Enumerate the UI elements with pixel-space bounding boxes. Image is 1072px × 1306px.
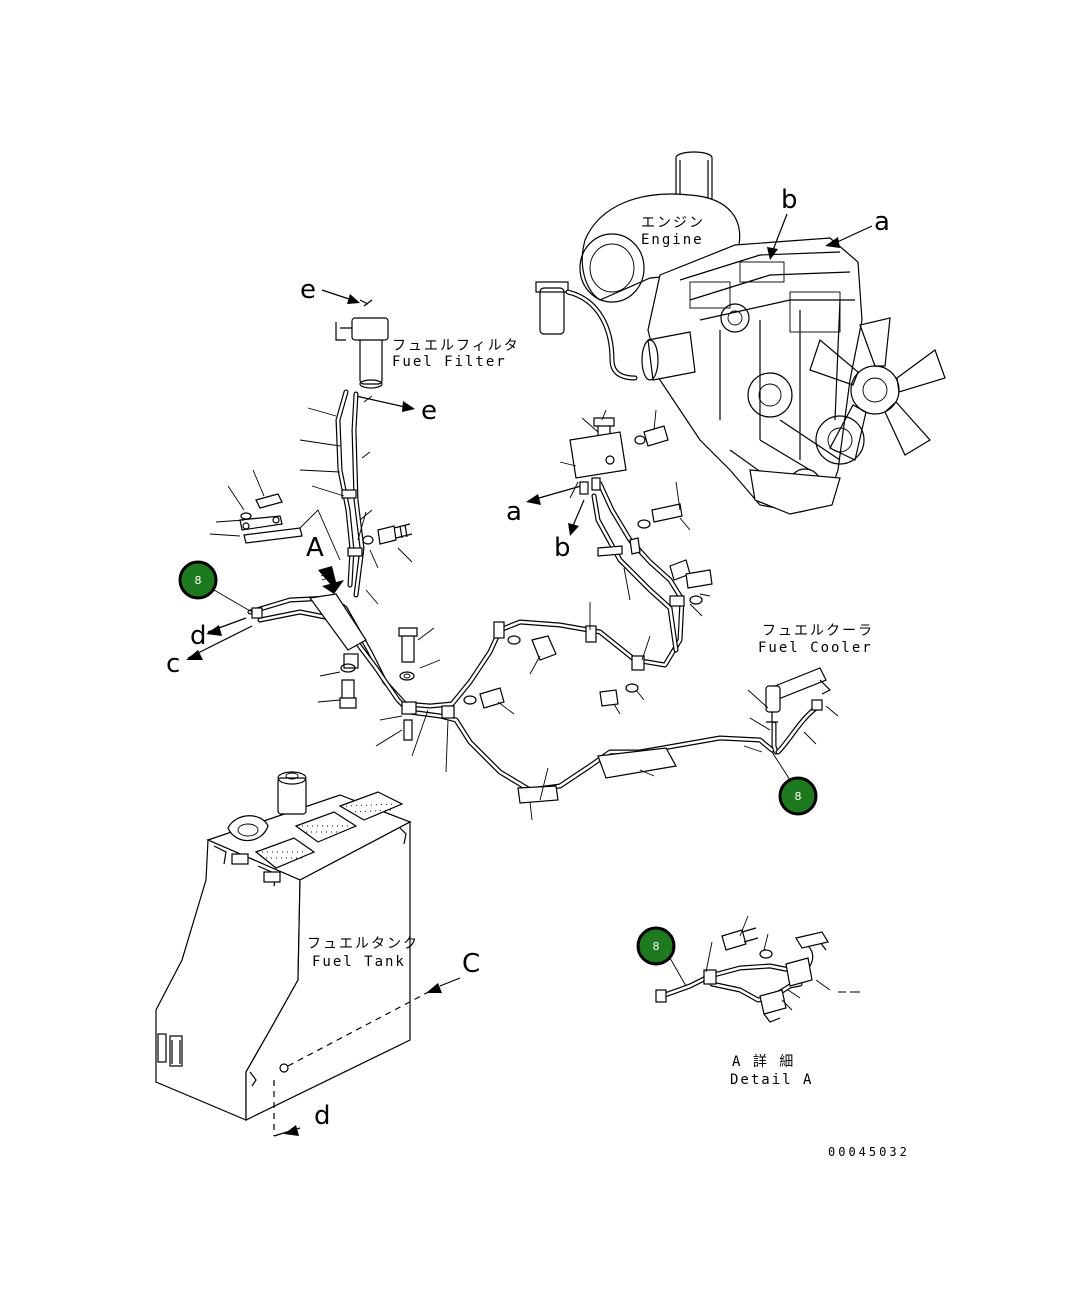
view-a-arrow — [318, 566, 344, 594]
connection-a-mid: a — [506, 497, 522, 527]
detail-a — [655, 915, 860, 1023]
fuel-filter-label-jp: フュエルフィルタ — [392, 338, 520, 354]
connection-d-left: d — [190, 621, 207, 651]
engine-label-en: Engine — [641, 232, 704, 248]
fuel-filter-label-en: Fuel Filter — [392, 354, 507, 370]
left-bracket-group — [209, 469, 341, 561]
fuel-tank — [155, 771, 412, 1121]
connection-b-engine: b — [781, 185, 798, 215]
detail-a-label-jp: A 詳 細 — [732, 1054, 795, 1070]
engine-assembly — [535, 151, 946, 515]
fuel-cooler-label-jp: フュエルクーラ — [762, 623, 874, 639]
badge-left[interactable]: 8 — [178, 560, 218, 600]
center-fasteners — [339, 417, 713, 741]
connection-e-mid: e — [421, 396, 437, 426]
fuel-cooler-label-en: Fuel Cooler — [758, 640, 873, 656]
connection-d-tank: d — [314, 1101, 331, 1131]
connection-e-top: e — [300, 275, 316, 305]
view-a-label: A — [306, 533, 324, 563]
engine-fan — [809, 317, 946, 461]
drawing-number: 00045032 — [828, 1145, 910, 1159]
fuel-tank-label-jp: フュエルタンク — [307, 936, 419, 952]
badge-cooler-label: 8 — [795, 790, 802, 803]
bolt-near-filter — [357, 511, 413, 605]
badge-detail-label: 8 — [653, 940, 660, 953]
connection-c-left: c — [166, 649, 180, 679]
engine-label-jp: エンジン — [641, 215, 705, 231]
badge-detail[interactable]: 8 — [636, 926, 676, 966]
badge-cooler[interactable]: 8 — [778, 776, 818, 816]
fuel-cooler — [743, 667, 839, 755]
fuel-filter — [335, 299, 389, 389]
line-clamps — [308, 537, 685, 804]
connection-a-engine: a — [874, 207, 890, 237]
connection-c-tank: C — [462, 949, 480, 979]
badge-left-label: 8 — [195, 574, 202, 587]
connection-b-mid: b — [554, 533, 571, 563]
detail-a-label-en: Detail A — [730, 1072, 813, 1088]
fuel-tank-label-en: Fuel Tank — [312, 954, 406, 970]
